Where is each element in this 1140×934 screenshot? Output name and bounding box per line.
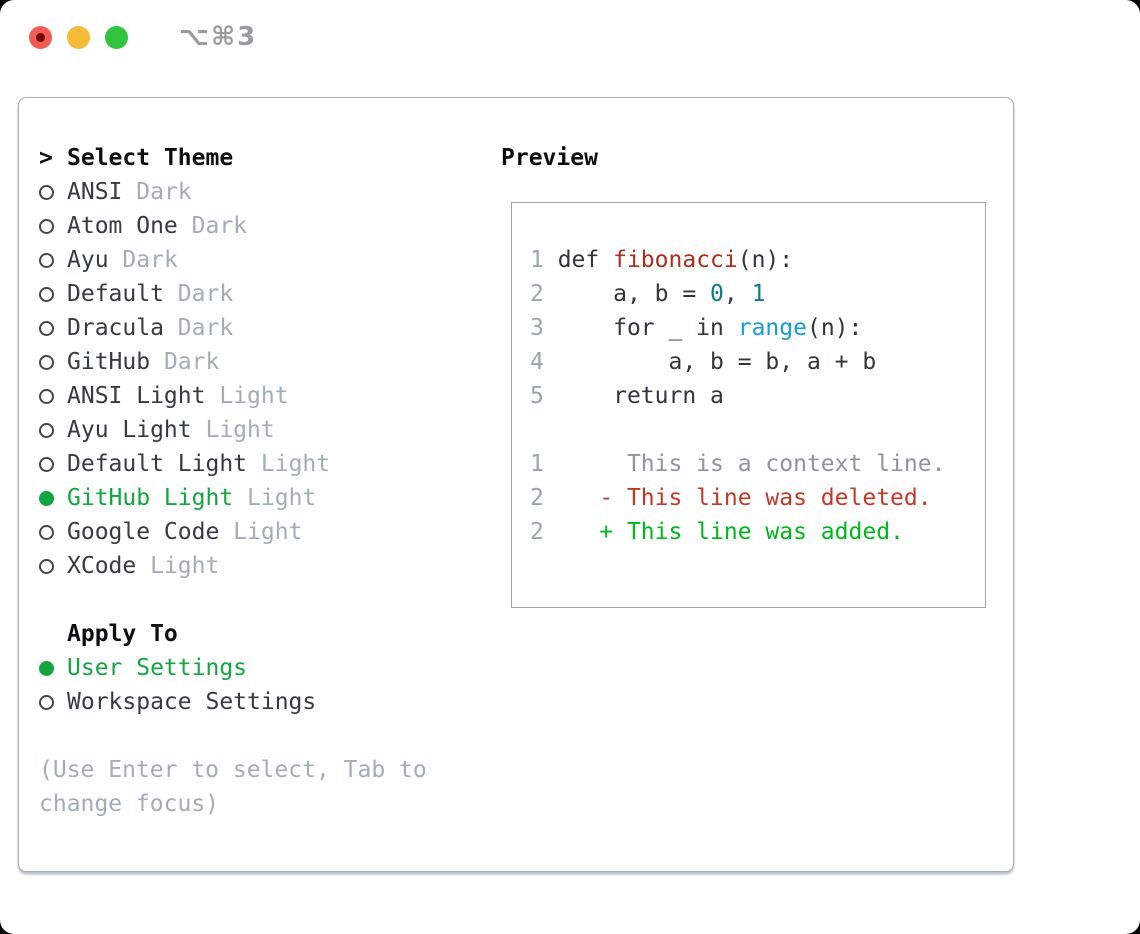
variant-label: Dark [191, 213, 248, 239]
window-title: ⌥⌘3 [179, 22, 258, 52]
titlebar: ⌥⌘3 [29, 22, 258, 52]
variant-label: Dark [177, 281, 234, 307]
theme-option-github-light[interactable]: GitHub Light Light [39, 481, 427, 515]
radio-selected-icon [39, 651, 67, 685]
option-label: ANSI Light [67, 383, 206, 409]
option-label: ANSI [67, 179, 123, 205]
variant-label: Light [219, 383, 289, 409]
code-line: 3 for _ in range(n): [530, 315, 863, 341]
traffic-light-close[interactable] [29, 26, 52, 49]
theme-option-google-code[interactable]: Google Code Light [39, 515, 427, 549]
select-theme-title: Select Theme [67, 145, 234, 171]
code-line: 2 + This line was added. [530, 519, 904, 545]
select-theme-header: > Select Theme [39, 141, 427, 175]
variant-label: Dark [136, 179, 192, 205]
code-line: 1 def fibonacci(n): [530, 247, 794, 273]
preview-pane: 1 def fibonacci(n): 2 a, b = 0, 1 3 for _ … [511, 202, 986, 608]
option-label: GitHub [67, 349, 151, 375]
radio-selected-icon [39, 481, 67, 515]
radio-icon [39, 311, 67, 345]
apply-option-user-settings[interactable]: User Settings [39, 651, 427, 685]
variant-label: Light [150, 553, 220, 579]
code-line: 2 - This line was deleted. [530, 485, 932, 511]
line-number: 2 [530, 485, 544, 511]
radio-icon [39, 277, 67, 311]
theme-option-ayu[interactable]: Ayu Dark [39, 243, 427, 277]
apply-to-title: Apply To [67, 621, 178, 647]
hint-text: change focus) [39, 791, 220, 817]
code-line [530, 413, 985, 447]
option-label: Default Light [67, 451, 248, 477]
variant-label: Dark [122, 247, 178, 273]
variant-label: Dark [177, 315, 234, 341]
theme-option-ayu-light[interactable]: Ayu Light Light [39, 413, 427, 447]
option-label: Default [67, 281, 164, 307]
close-dot-icon [36, 33, 45, 42]
option-label: Ayu Light [67, 417, 192, 443]
apply-to-header: Apply To [39, 617, 427, 651]
theme-option-atom-one[interactable]: Atom One Dark [39, 209, 427, 243]
radio-icon [39, 549, 67, 583]
radio-icon [39, 175, 67, 209]
variant-label: Dark [163, 349, 220, 375]
preview-title: Preview [501, 145, 598, 171]
option-label: Google Code [67, 519, 220, 545]
theme-option-default[interactable]: Default Dark [39, 277, 427, 311]
theme-option-xcode[interactable]: XCode Light [39, 549, 427, 583]
hint-text: (Use Enter to select, Tab to [39, 757, 427, 783]
radio-icon [39, 209, 67, 243]
cursor-arrow-icon: > [39, 145, 53, 171]
theme-option-default-light[interactable]: Default Light Light [39, 447, 427, 481]
code-line: 5 return a [530, 383, 724, 409]
spacer [39, 583, 427, 617]
theme-option-ansi[interactable]: ANSI Dark [39, 175, 427, 209]
option-label: GitHub Light [67, 485, 234, 511]
variant-label: Light [260, 451, 331, 477]
option-label: Dracula [67, 315, 164, 341]
radio-icon [39, 345, 67, 379]
radio-icon [39, 379, 67, 413]
line-number: 2 [530, 519, 544, 545]
radio-icon [39, 447, 67, 481]
option-label: Workspace Settings [67, 689, 317, 715]
variant-label: Light [233, 519, 303, 545]
option-label: Ayu [67, 247, 109, 273]
radio-icon [39, 685, 67, 719]
traffic-light-minimize[interactable] [67, 26, 90, 49]
theme-option-github[interactable]: GitHub Dark [39, 345, 427, 379]
radio-icon [39, 515, 67, 549]
code-line: 4 a, b = b, a + b [530, 349, 877, 375]
option-label: Atom One [67, 213, 178, 239]
variant-label: Light [205, 417, 275, 443]
radio-icon [39, 243, 67, 277]
code-line: 1 This is a context line. [530, 451, 946, 477]
code-line: 2 a, b = 0, 1 [530, 281, 766, 307]
line-number: 2 [530, 281, 544, 307]
line-number: 1 [530, 451, 544, 477]
line-number: 3 [530, 315, 544, 341]
spacer [39, 719, 427, 753]
line-number: 4 [530, 349, 544, 375]
option-label: User Settings [67, 655, 248, 681]
line-number: 1 [530, 247, 544, 273]
option-label: XCode [67, 553, 137, 579]
radio-icon [39, 413, 67, 447]
apply-option-workspace-settings[interactable]: Workspace Settings [39, 685, 427, 719]
theme-option-ansi-light[interactable]: ANSI Light Light [39, 379, 427, 413]
traffic-light-zoom[interactable] [105, 26, 128, 49]
line-number: 5 [530, 383, 544, 409]
keyboard-hint: (Use Enter to select, Tab to change focus… [39, 753, 427, 821]
variant-label: Light [247, 485, 317, 511]
theme-option-dracula[interactable]: Dracula Dark [39, 311, 427, 345]
